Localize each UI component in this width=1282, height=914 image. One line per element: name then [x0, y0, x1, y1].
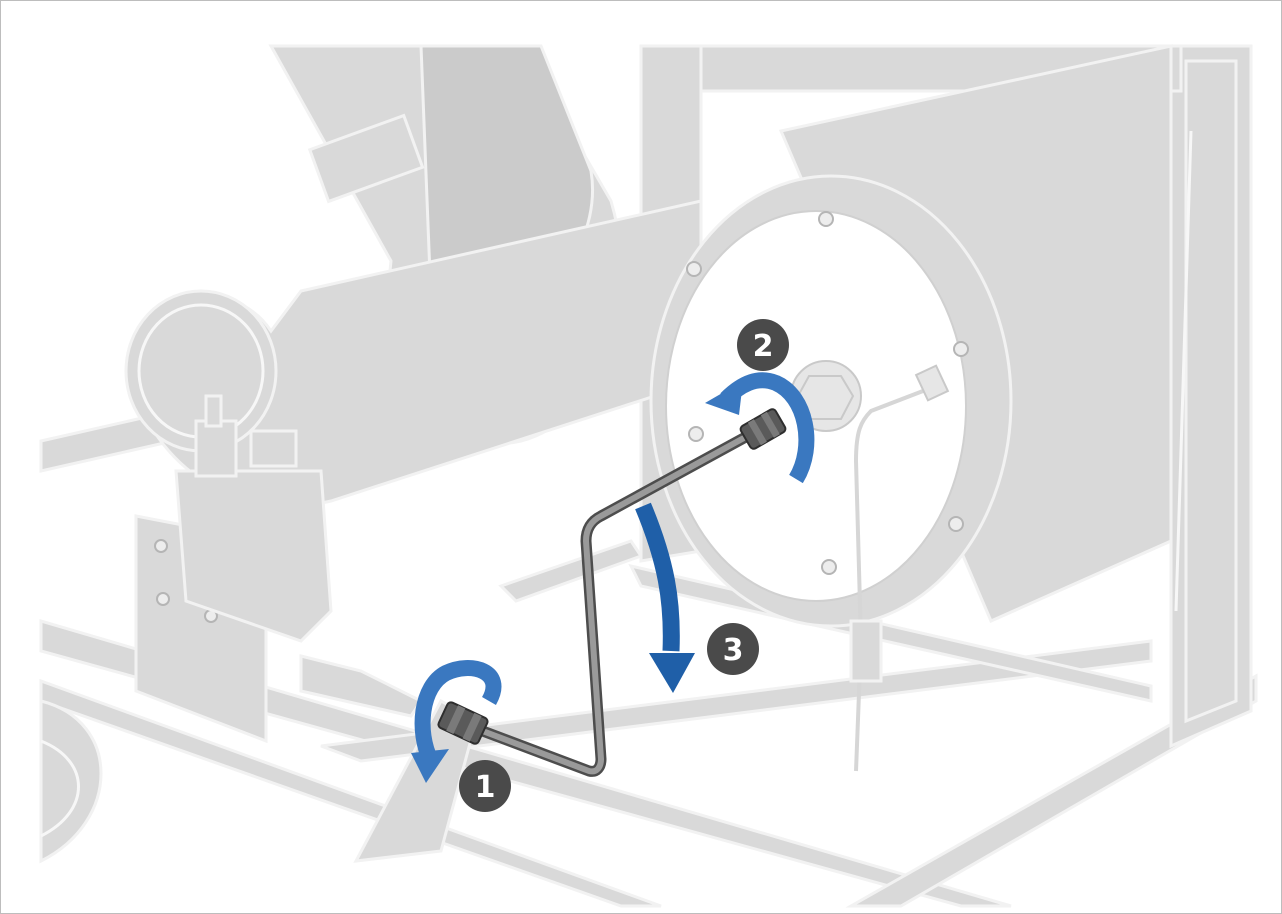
arrow-2-head	[705, 381, 743, 415]
step-number: 2	[753, 329, 774, 364]
plate-bolt	[154, 539, 168, 553]
frame-rod	[1174, 130, 1193, 612]
round-base-edge	[40, 739, 80, 838]
step-badge-icon	[737, 319, 789, 371]
step-badge-icon	[707, 623, 759, 675]
background-machine	[39, 44, 1258, 908]
plate-bolt	[156, 592, 170, 606]
round-base	[39, 699, 103, 864]
pipe-nut-valve[interactable]	[437, 701, 489, 745]
floor-rail-front	[39, 618, 1012, 908]
gas-valve-label	[249, 429, 298, 468]
curved-arrow-counterclockwise-icon	[411, 660, 502, 783]
drum-bolt	[818, 211, 834, 227]
ignition-connector	[914, 364, 950, 402]
cable-clip	[849, 619, 883, 683]
drum-bolt	[948, 516, 964, 532]
step-badge-3: 3	[707, 623, 759, 675]
drum-bolt	[686, 261, 702, 277]
ignition-cable	[853, 384, 937, 772]
drum-bolt	[953, 341, 969, 357]
drum-bolt	[821, 559, 837, 575]
duct-clamp	[307, 113, 425, 204]
down-arrow-icon	[635, 502, 695, 693]
gas-valve-knob	[204, 394, 223, 428]
step-badge-2: 2	[737, 319, 789, 371]
floor-rail-low	[39, 678, 662, 908]
step-badge-icon	[459, 760, 511, 812]
bracket-small	[498, 539, 644, 603]
gas-valve-body	[174, 469, 333, 643]
arrow-1-head	[411, 749, 449, 783]
curved-arrow-counterclockwise-icon	[705, 372, 815, 484]
gas-valve-top	[194, 419, 238, 478]
frame-post-right-inner	[1184, 59, 1238, 724]
gas-pipe[interactable]	[437, 408, 787, 777]
arrow-3-shaft	[635, 502, 680, 652]
arrow-1-shaft	[414, 660, 502, 765]
step-badge-1: 1	[459, 760, 511, 812]
rail-right-bottom	[845, 673, 1258, 908]
step-number: 1	[475, 770, 496, 805]
drum-bolt	[688, 426, 704, 442]
pipe-body	[453, 430, 756, 775]
pipe-nut-burner[interactable]	[739, 408, 787, 451]
arrow-3-head	[649, 653, 695, 693]
step-number: 3	[723, 633, 744, 668]
